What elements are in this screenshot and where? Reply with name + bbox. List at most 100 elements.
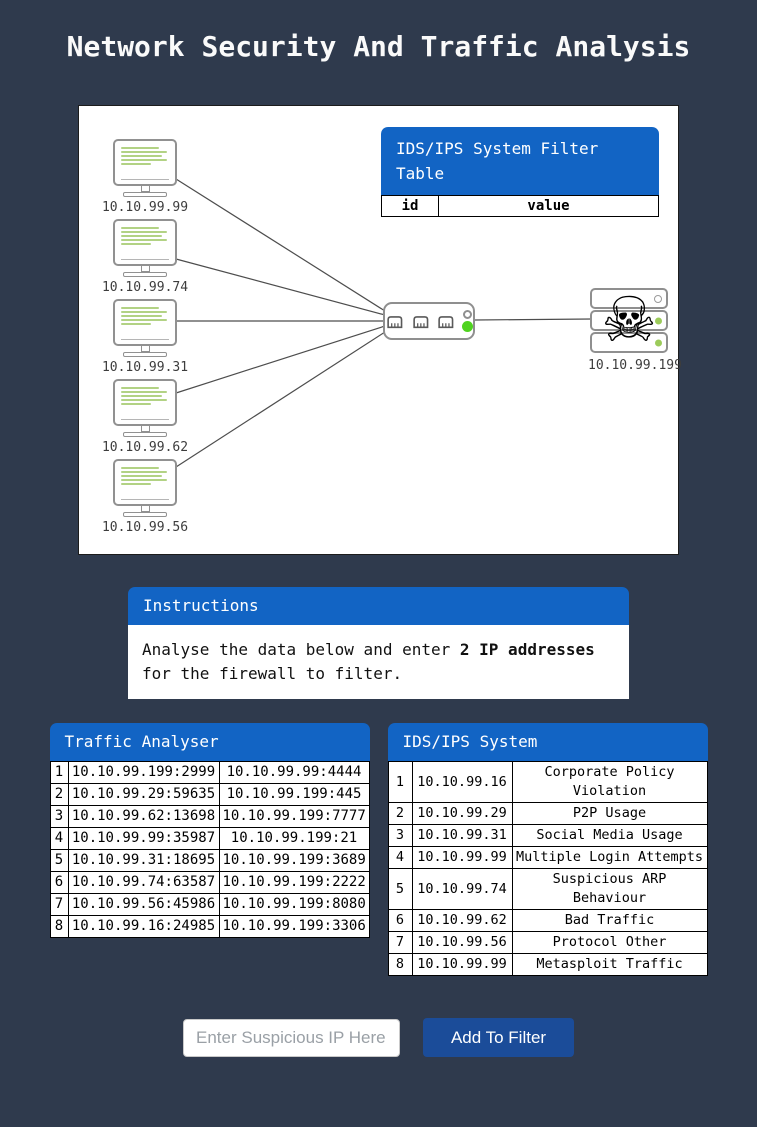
ids-system-table: 1 10.10.99.16 Corporate Policy Violation… xyxy=(387,761,708,976)
violation-cell: Multiple Login Attempts xyxy=(511,846,708,869)
host-workstation: 10.10.99.99 xyxy=(93,139,197,215)
traffic-analyser-title: Traffic Analyser xyxy=(49,723,370,761)
host-workstation: 10.10.99.56 xyxy=(93,459,197,535)
ids-system-title: IDS/IPS System xyxy=(387,723,708,761)
ethernet-port-icon xyxy=(438,316,454,329)
attacker-ip-label: 10.10.99.199 xyxy=(588,358,682,373)
row-num: 1 xyxy=(49,761,69,784)
row-num: 4 xyxy=(387,846,413,869)
src-endpoint: 10.10.99.16:24985 xyxy=(67,915,220,938)
monitor-icon xyxy=(113,379,177,437)
server-rack-unit xyxy=(590,288,668,309)
ip-cell: 10.10.99.62 xyxy=(411,909,513,932)
violation-cell: Corporate Policy Violation xyxy=(511,761,708,803)
instructions-text-bold: 2 IP addresses xyxy=(459,640,595,659)
row-num: 3 xyxy=(387,824,413,847)
table-row: 2 10.10.99.29 P2P Usage xyxy=(387,802,708,825)
host-workstation: 10.10.99.74 xyxy=(93,219,197,295)
dst-endpoint: 10.10.99.199:445 xyxy=(218,783,370,806)
instructions-text-before: Analyse the data below and enter xyxy=(142,640,460,659)
row-num: 7 xyxy=(387,931,413,954)
monitor-icon xyxy=(113,219,177,277)
table-row: 1 10.10.99.199:2999 10.10.99.99:4444 xyxy=(49,761,370,784)
violation-cell: Suspicious ARP Behaviour xyxy=(511,868,708,910)
table-row: 6 10.10.99.74:63587 10.10.99.199:2222 xyxy=(49,871,370,894)
violation-cell: Metasploit Traffic xyxy=(511,953,708,976)
instructions-text: Analyse the data below and enter 2 IP ad… xyxy=(128,625,629,699)
row-num: 7 xyxy=(49,893,69,916)
dst-endpoint: 10.10.99.199:7777 xyxy=(218,805,370,828)
violation-cell: Social Media Usage xyxy=(511,824,708,847)
row-num: 2 xyxy=(49,783,69,806)
ip-cell: 10.10.99.56 xyxy=(411,931,513,954)
dst-endpoint: 10.10.99.199:3306 xyxy=(218,915,370,938)
add-to-filter-button[interactable]: Add To Filter xyxy=(423,1018,574,1057)
dst-endpoint: 10.10.99.99:4444 xyxy=(218,761,370,784)
table-row: 2 10.10.99.29:59635 10.10.99.199:445 xyxy=(49,783,370,806)
ip-cell: 10.10.99.31 xyxy=(411,824,513,847)
monitor-icon xyxy=(113,299,177,357)
src-endpoint: 10.10.99.56:45986 xyxy=(67,893,220,916)
host-workstation: 10.10.99.31 xyxy=(93,299,197,375)
host-ip-label: 10.10.99.99 xyxy=(101,200,189,215)
network-links xyxy=(175,178,593,468)
dst-endpoint: 10.10.99.199:21 xyxy=(218,827,370,850)
ids-filter-table: IDS/IPS System Filter Table id value xyxy=(381,127,659,217)
table-row: 3 10.10.99.62:13698 10.10.99.199:7777 xyxy=(49,805,370,828)
violation-cell: Protocol Other xyxy=(511,931,708,954)
row-num: 5 xyxy=(49,849,69,872)
violation-cell: P2P Usage xyxy=(511,802,708,825)
monitor-icon xyxy=(113,459,177,517)
ip-cell: 10.10.99.99 xyxy=(411,846,513,869)
src-endpoint: 10.10.99.199:2999 xyxy=(67,761,220,784)
status-dot-on xyxy=(655,317,662,324)
src-endpoint: 10.10.99.74:63587 xyxy=(67,871,220,894)
monitor-icon xyxy=(113,139,177,197)
status-dot-off xyxy=(463,310,473,319)
host-ip-label: 10.10.99.74 xyxy=(101,280,189,295)
filter-col-value: value xyxy=(438,195,659,217)
traffic-analyser-panel: Traffic Analyser 1 10.10.99.199:2999 10.… xyxy=(49,723,370,938)
row-num: 5 xyxy=(387,868,413,910)
src-endpoint: 10.10.99.29:59635 xyxy=(67,783,220,806)
suspicious-ip-input[interactable] xyxy=(183,1018,400,1057)
ip-cell: 10.10.99.74 xyxy=(411,868,513,910)
row-num: 8 xyxy=(387,953,413,976)
dst-endpoint: 10.10.99.199:8080 xyxy=(218,893,370,916)
filter-col-id: id xyxy=(381,195,439,217)
ip-cell: 10.10.99.29 xyxy=(411,802,513,825)
status-dot-off xyxy=(654,294,662,303)
status-dot-on xyxy=(462,321,474,332)
table-row: 8 10.10.99.99 Metasploit Traffic xyxy=(387,953,708,976)
ethernet-port-icon xyxy=(387,316,403,329)
ip-cell: 10.10.99.16 xyxy=(411,761,513,803)
ethernet-port-icon xyxy=(412,316,429,329)
host-workstation: 10.10.99.62 xyxy=(93,379,197,455)
ids-filter-table-title: IDS/IPS System Filter Table xyxy=(381,127,659,195)
table-row: 5 10.10.99.31:18695 10.10.99.199:3689 xyxy=(49,849,370,872)
table-row: 4 10.10.99.99:35987 10.10.99.199:21 xyxy=(49,827,370,850)
server-rack-unit xyxy=(590,310,668,331)
src-endpoint: 10.10.99.31:18695 xyxy=(67,849,220,872)
violation-cell: Bad Traffic xyxy=(511,909,708,932)
page-title: Network Security And Traffic Analysis xyxy=(66,30,691,63)
row-num: 4 xyxy=(49,827,69,850)
row-num: 2 xyxy=(387,802,413,825)
row-num: 6 xyxy=(387,909,413,932)
dst-endpoint: 10.10.99.199:3689 xyxy=(218,849,370,872)
table-row: 6 10.10.99.62 Bad Traffic xyxy=(387,909,708,932)
instructions-panel: Instructions Analyse the data below and … xyxy=(128,587,629,699)
row-num: 3 xyxy=(49,805,69,828)
table-row: 7 10.10.99.56 Protocol Other xyxy=(387,931,708,954)
network-switch-icon xyxy=(383,302,475,340)
table-row: 1 10.10.99.16 Corporate Policy Violation xyxy=(387,761,708,803)
network-diagram: 10.10.99.99 10.10.99.74 10.10.99.31 10.1… xyxy=(78,105,682,555)
filter-controls: Add To Filter xyxy=(0,1018,757,1057)
table-row: 3 10.10.99.31 Social Media Usage xyxy=(387,824,708,847)
host-ip-label: 10.10.99.62 xyxy=(101,440,189,455)
server-rack-unit xyxy=(590,332,668,353)
table-row: 4 10.10.99.99 Multiple Login Attempts xyxy=(387,846,708,869)
table-row: 5 10.10.99.74 Suspicious ARP Behaviour xyxy=(387,868,708,910)
host-ip-label: 10.10.99.56 xyxy=(101,520,189,535)
status-dot-on xyxy=(655,339,662,346)
